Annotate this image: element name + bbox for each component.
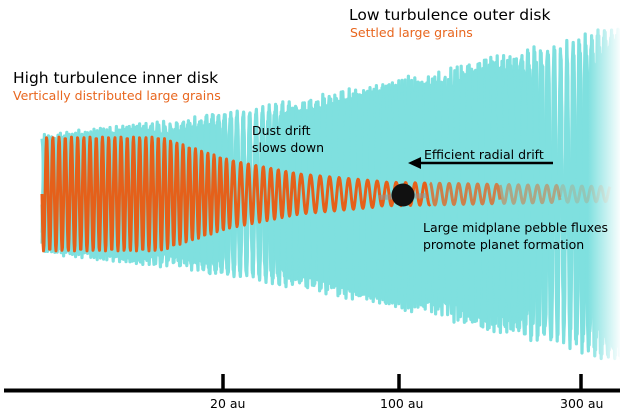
axis-label-300-value: 300 bbox=[560, 396, 584, 411]
dust-wave-3 bbox=[498, 183, 562, 205]
radial-axis bbox=[4, 374, 620, 393]
pebble-flux-label: Large midplane pebble fluxes promote pla… bbox=[423, 219, 608, 253]
radial-drift-arrow-icon bbox=[408, 157, 553, 169]
axis-label-300: 300 au bbox=[560, 396, 603, 411]
axis-label-100-value: 100 bbox=[380, 396, 404, 411]
axis-label-20-value: 20 bbox=[210, 396, 226, 411]
dust-drift-line-2: slows down bbox=[252, 140, 325, 155]
dust-wave-2 bbox=[429, 181, 502, 207]
outer-disk-title: Low turbulence outer disk bbox=[349, 6, 551, 24]
axis-label-100: 100 au bbox=[380, 396, 423, 411]
planet bbox=[378, 183, 428, 207]
disk-edge-fade bbox=[588, 0, 620, 380]
pebble-flux-line-2: promote planet formation bbox=[423, 237, 585, 252]
axis-label-100-unit: au bbox=[407, 396, 424, 411]
pebble-flux-line-1: Large midplane pebble fluxes bbox=[423, 220, 609, 235]
inner-disk-title: High turbulence inner disk bbox=[13, 69, 219, 87]
inner-disk-subtitle: Vertically distributed large grains bbox=[13, 88, 221, 103]
planet-icon bbox=[391, 183, 415, 207]
dust-wave-1 bbox=[40, 135, 432, 253]
axis-label-20: 20 au bbox=[210, 396, 245, 411]
axis-label-300-unit: au bbox=[587, 396, 604, 411]
radial-drift-label: Efficient radial drift bbox=[424, 147, 544, 162]
dust-drift-label: Dust drift slows down bbox=[252, 122, 324, 156]
axis-label-20-unit: au bbox=[229, 396, 246, 411]
dust-drift-line-1: Dust drift bbox=[252, 123, 311, 138]
outer-disk-subtitle: Settled large grains bbox=[350, 25, 473, 40]
